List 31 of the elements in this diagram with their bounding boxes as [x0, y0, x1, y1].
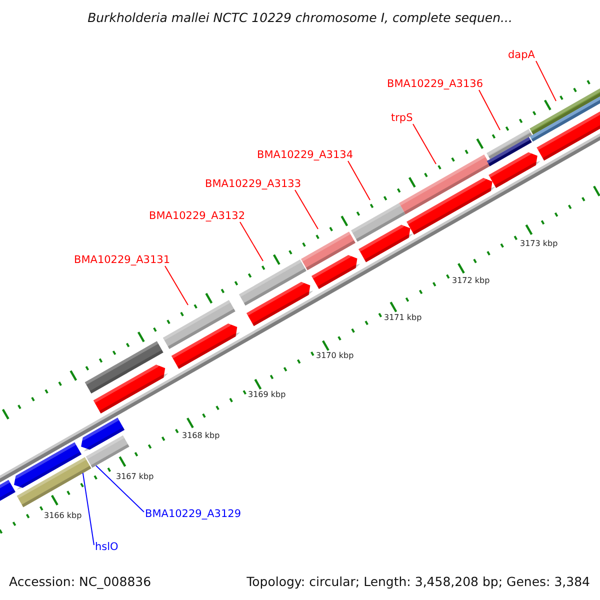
scale-label: 3169 kbp [248, 390, 286, 400]
gene-label: BMA10229_A3133 [205, 178, 302, 190]
leader-line [536, 60, 556, 102]
title: Burkholderia mallei NCTC 10229 chromosome I, complete sequen... [86, 10, 514, 25]
gene-bar [16, 457, 92, 508]
sequence-info: Topology: circular; Length: 3,458,208 bp; Genes: 3,384 [246, 574, 590, 589]
scale-label: 3170 kbp [316, 351, 354, 361]
gene-bar [86, 435, 130, 468]
gene-label: BMA10229_A3132 [149, 210, 246, 222]
gene-label: BMA10229_A3136 [387, 78, 484, 90]
scale-label: 3168 kbp [182, 431, 220, 441]
leader-line [96, 465, 144, 512]
accession-label: Accession: NC_008836 [9, 574, 152, 589]
leader-line [294, 190, 318, 230]
leader-line [412, 124, 436, 164]
leader-line [478, 90, 500, 130]
scale-label: 3173 kbp [520, 239, 558, 249]
gene-label: dapA [508, 49, 535, 61]
gene-label: BMA10229_A3131 [74, 254, 170, 266]
scale-label: 3171 kbp [384, 313, 422, 323]
leader-line [82, 472, 94, 546]
leader-line [240, 222, 264, 262]
scale-label: 3167 kbp [116, 472, 154, 482]
scale-label: 3172 kbp [452, 276, 490, 286]
gene-label: hslO [95, 541, 118, 553]
gene-label: trpS [391, 112, 413, 124]
gene-label: BMA10229_A3134 [257, 149, 354, 161]
gene-label: BMA10229_A3129 [145, 508, 242, 520]
leader-line [164, 266, 188, 306]
scale-label: 3166 kbp [44, 511, 82, 521]
leader-line [348, 160, 370, 200]
